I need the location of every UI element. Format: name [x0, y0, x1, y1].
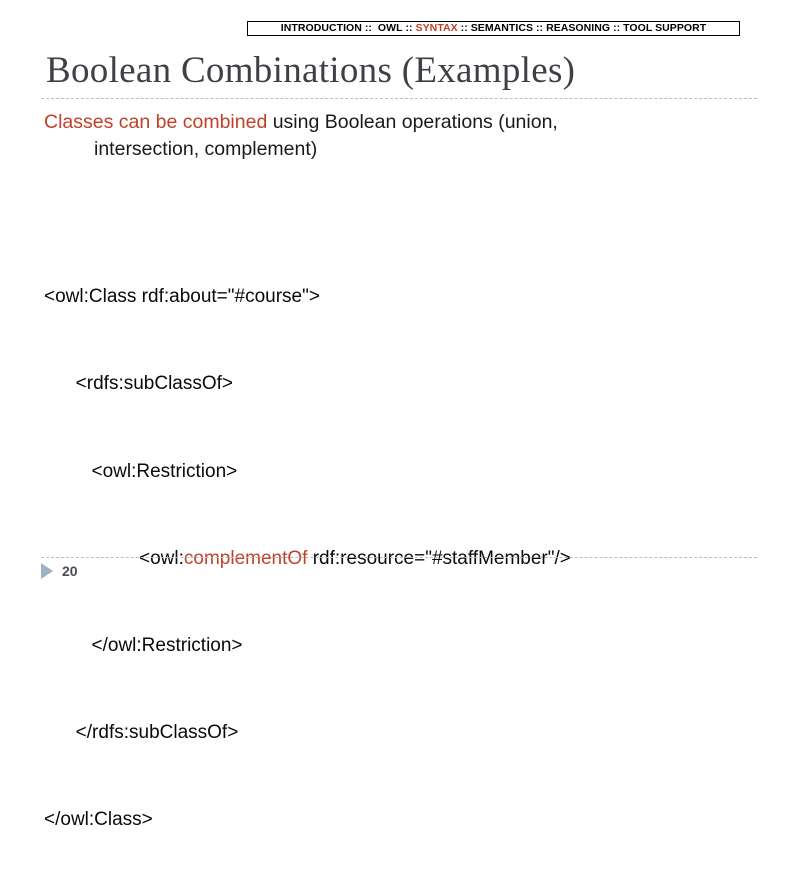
nav-item-owl[interactable]: OWL	[377, 22, 403, 35]
title-divider	[41, 98, 757, 99]
nav-item-tool-support[interactable]: TOOL SUPPORT	[623, 22, 707, 35]
nav-separator: ::	[402, 22, 416, 35]
code-line-4-highlight: complementOf	[183, 547, 308, 569]
body-rest-text: using Boolean operations (union,	[267, 111, 558, 133]
body-continuation-text: intersection, complement)	[94, 137, 318, 160]
slide-footer: 20	[41, 563, 78, 579]
code-line-1: <owl:Class rdf:about="#course">	[44, 286, 320, 308]
slide: INTRODUCTION :: OWL :: SYNTAX :: SEMANTI…	[41, 21, 757, 831]
nav-item-semantics[interactable]: SEMANTICS	[470, 22, 534, 35]
code-line-4-prefix: <owl:	[44, 547, 184, 569]
footer-divider	[41, 557, 757, 558]
code-line-3: <owl:Restriction>	[44, 460, 238, 482]
code-line-4: <owl:complementOf rdf:resource="#staffMe…	[44, 544, 774, 573]
body-paragraph: Classes can be combined using Boolean op…	[44, 110, 744, 162]
nav-item-reasoning[interactable]: REASONING	[546, 22, 611, 35]
nav-separator: ::	[610, 22, 624, 35]
nav-separator: ::	[457, 22, 471, 35]
nav-item-syntax[interactable]: SYNTAX	[415, 22, 458, 35]
nav-separator: ::	[361, 22, 378, 35]
triangle-right-icon	[41, 563, 53, 579]
code-line-2: <rdfs:subClassOf>	[44, 373, 234, 395]
code-line-4-suffix: rdf:resource="#staffMember"/>	[307, 547, 571, 569]
nav-separator: ::	[533, 22, 547, 35]
section-navigation-bar[interactable]: INTRODUCTION :: OWL :: SYNTAX :: SEMANTI…	[247, 21, 740, 36]
code-block: <owl:Class rdf:about="#course"> <rdfs:su…	[44, 224, 774, 892]
slide-title: Boolean Combinations (Examples)	[46, 50, 576, 91]
body-highlight-text: Classes can be combined	[44, 111, 268, 133]
code-line-7: </owl:Class>	[44, 809, 153, 831]
page-number: 20	[62, 563, 78, 579]
nav-item-introduction[interactable]: INTRODUCTION	[280, 22, 362, 35]
code-line-5: </owl:Restriction>	[44, 634, 243, 656]
code-line-6: </rdfs:subClassOf>	[44, 722, 239, 744]
